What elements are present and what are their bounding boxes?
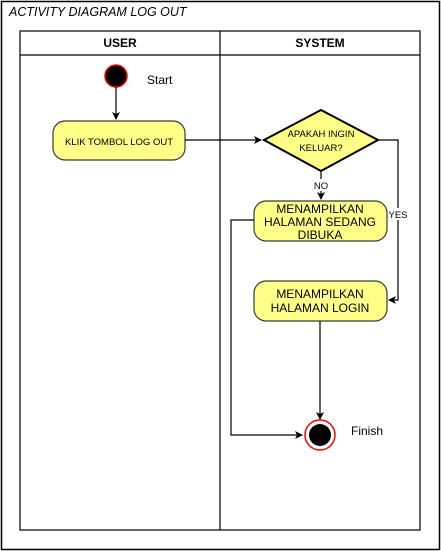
lane-header-system: SYSTEM xyxy=(295,36,344,50)
action-show-current-line2: HALAMAN SEDANG xyxy=(264,215,376,229)
finish-label: Finish xyxy=(351,424,383,438)
decision-label-line2: KELUAR? xyxy=(299,143,342,154)
edge-yes-label: YES xyxy=(388,210,407,221)
edge-yes-label-bg xyxy=(389,208,409,220)
action-show-login-line1: MENAMPILKAN xyxy=(276,287,363,301)
action-show-current-line3: DIBUKA xyxy=(298,228,343,242)
action-show-current-page xyxy=(253,200,388,242)
action-show-login-line2: HALAMAN LOGIN xyxy=(271,301,370,315)
edge-current-to-finish xyxy=(230,219,303,439)
diagram-title: ACTIVITY DIAGRAM LOG OUT xyxy=(8,5,188,19)
final-node-core xyxy=(309,424,331,446)
edge-no-label-bg xyxy=(311,179,331,191)
action-click-logout-label: KLIK TOMBOL LOG OUT xyxy=(65,137,173,148)
decision-node xyxy=(261,108,381,173)
start-label: Start xyxy=(147,73,173,87)
edge-no-label: NO xyxy=(314,181,328,192)
lane-header-user: USER xyxy=(103,36,137,50)
action-show-current-line1: MENAMPILKAN xyxy=(276,202,363,216)
initial-node xyxy=(104,64,128,88)
decision-label-line1: APAKAH INGIN xyxy=(288,129,355,140)
